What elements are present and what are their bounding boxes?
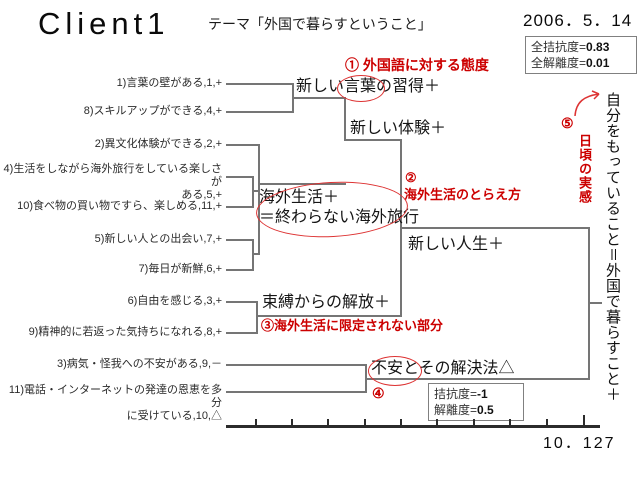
item-label-1: 1)言葉の壁がある,1,+ bbox=[116, 77, 222, 89]
item-label-5: 5)新しい人との出会い,7,+ bbox=[94, 233, 222, 245]
annotation-5-number: ⑤ bbox=[561, 115, 574, 131]
dendrogram-line bbox=[252, 190, 260, 192]
dendrogram-line bbox=[226, 206, 253, 208]
item-label-8: 8)スキルアップができる,4,+ bbox=[83, 105, 222, 117]
global-kairido-row: 全解離度=0.01 bbox=[531, 55, 631, 71]
dendrogram-line bbox=[226, 239, 253, 241]
cluster-label-freedom: 束縛からの解放＋ bbox=[262, 294, 391, 311]
dendrogram-line bbox=[365, 378, 590, 380]
annotation-2-text: 海外生活のとらえ方 bbox=[404, 187, 522, 202]
local-kikkodo-value: -1 bbox=[477, 387, 488, 401]
dendrogram-line bbox=[226, 176, 253, 178]
item-label-2: 2)異文化体験ができる,2,+ bbox=[94, 138, 222, 150]
scale-label: 10．127 bbox=[543, 435, 616, 452]
global-stats-box: 全拮抗度=0.83 全解離度=0.01 bbox=[525, 36, 637, 74]
local-kairido-value: 0.5 bbox=[477, 403, 494, 417]
dendrogram-line bbox=[226, 111, 293, 113]
global-kikkodo-row: 全拮抗度=0.83 bbox=[531, 39, 631, 55]
dendrogram-line bbox=[226, 364, 366, 366]
cluster-label-experience: 新しい体験＋ bbox=[350, 120, 447, 137]
axis-tick bbox=[509, 419, 511, 425]
item-label-3: 3)病気・怪我への不安がある,9,－ bbox=[56, 358, 222, 370]
dendrogram-line bbox=[252, 253, 260, 255]
cluster-label-overseas-life: 海外生活＋ ＝終わらない海外旅行 bbox=[259, 189, 420, 226]
axis-tick bbox=[327, 419, 329, 425]
dendrogram-line bbox=[344, 97, 346, 141]
dendrogram-line bbox=[226, 391, 366, 393]
axis-tick bbox=[255, 419, 257, 425]
dendrogram-line bbox=[252, 176, 254, 208]
highlight-ellipse-kotoba bbox=[337, 75, 385, 102]
dendrogram-line bbox=[226, 301, 257, 303]
dendrogram-line bbox=[292, 97, 346, 99]
highlight-ellipse-fuan bbox=[368, 356, 422, 386]
cluster-label-new-life: 新しい人生＋ bbox=[408, 236, 505, 253]
local-kikkodo-row: 拮抗度=-1 bbox=[434, 386, 518, 402]
dendrogram-line bbox=[226, 83, 293, 85]
axis-tick bbox=[364, 419, 366, 425]
axis-tick bbox=[436, 419, 438, 425]
axis-tick bbox=[291, 419, 293, 425]
item-label-4: 4)生活をしながら海外旅行をしている楽しさが ある,5,+ bbox=[3, 163, 222, 201]
root-label-vertical: 自分をもっていること＝外国で暮らすこと＋ bbox=[604, 92, 621, 403]
local-kairido-label: 解離度= bbox=[434, 403, 478, 417]
dendrogram-line bbox=[256, 301, 258, 334]
axis-tick bbox=[546, 419, 548, 425]
annotation-4: ④ bbox=[372, 385, 385, 401]
local-stats-box: 拮抗度=-1 解離度=0.5 bbox=[428, 383, 524, 421]
client-title: Client1 bbox=[38, 6, 170, 41]
dendrogram-line bbox=[258, 144, 260, 255]
dendrogram-line bbox=[588, 227, 590, 380]
annotation-2-number: ② bbox=[405, 170, 417, 185]
item-label-11: 11)電話・インターネットの発達の恩恵を多分 に受けている,10,△ bbox=[8, 384, 222, 422]
axis-tick-major bbox=[583, 415, 585, 425]
axis-tick bbox=[473, 419, 475, 425]
date-label: 2006．5．14 bbox=[523, 11, 633, 30]
dendrogram-line bbox=[226, 269, 253, 271]
theme-title: テーマ「外国で暮らすということ」 bbox=[208, 16, 432, 32]
local-kikkodo-label: 拮抗度= bbox=[434, 387, 478, 401]
global-kikkodo-value: 0.83 bbox=[586, 40, 610, 54]
annotation-5-text: 日頃の実感 bbox=[577, 134, 592, 204]
item-label-9: 9)精神的に若返った気持ちになれる,8,+ bbox=[28, 326, 222, 338]
dendrogram-line bbox=[400, 227, 589, 229]
global-kairido-value: 0.01 bbox=[586, 56, 610, 70]
dendrogram-line bbox=[226, 332, 257, 334]
dendrogram-line bbox=[365, 364, 367, 393]
curved-arrow-icon bbox=[574, 90, 600, 117]
annotation-1: ① 外国語に対する態度 bbox=[345, 57, 489, 73]
annotation-3: ③海外生活に限定されない部分 bbox=[261, 318, 444, 333]
dendrogram-line bbox=[400, 139, 402, 317]
dendrogram-root-stem bbox=[588, 302, 602, 304]
global-kairido-label: 全解離度= bbox=[531, 56, 587, 70]
dendrogram-line bbox=[252, 239, 254, 271]
dendrogram-line bbox=[292, 83, 294, 113]
dendrogram-line bbox=[226, 144, 259, 146]
local-kairido-row: 解離度=0.5 bbox=[434, 402, 518, 418]
dendrogram-line bbox=[256, 315, 402, 317]
dendrogram-line bbox=[258, 183, 346, 185]
axis-line bbox=[226, 425, 600, 428]
dendrogram-line bbox=[344, 139, 402, 141]
axis-tick bbox=[400, 419, 402, 425]
global-kikkodo-label: 全拮抗度= bbox=[531, 40, 587, 54]
item-label-7: 7)毎日が新鮮,6,+ bbox=[138, 263, 222, 275]
item-label-10: 10)食べ物の買い物ですら、楽しめる,11,+ bbox=[17, 200, 222, 212]
item-label-6: 6)自由を感じる,3,+ bbox=[127, 295, 222, 307]
